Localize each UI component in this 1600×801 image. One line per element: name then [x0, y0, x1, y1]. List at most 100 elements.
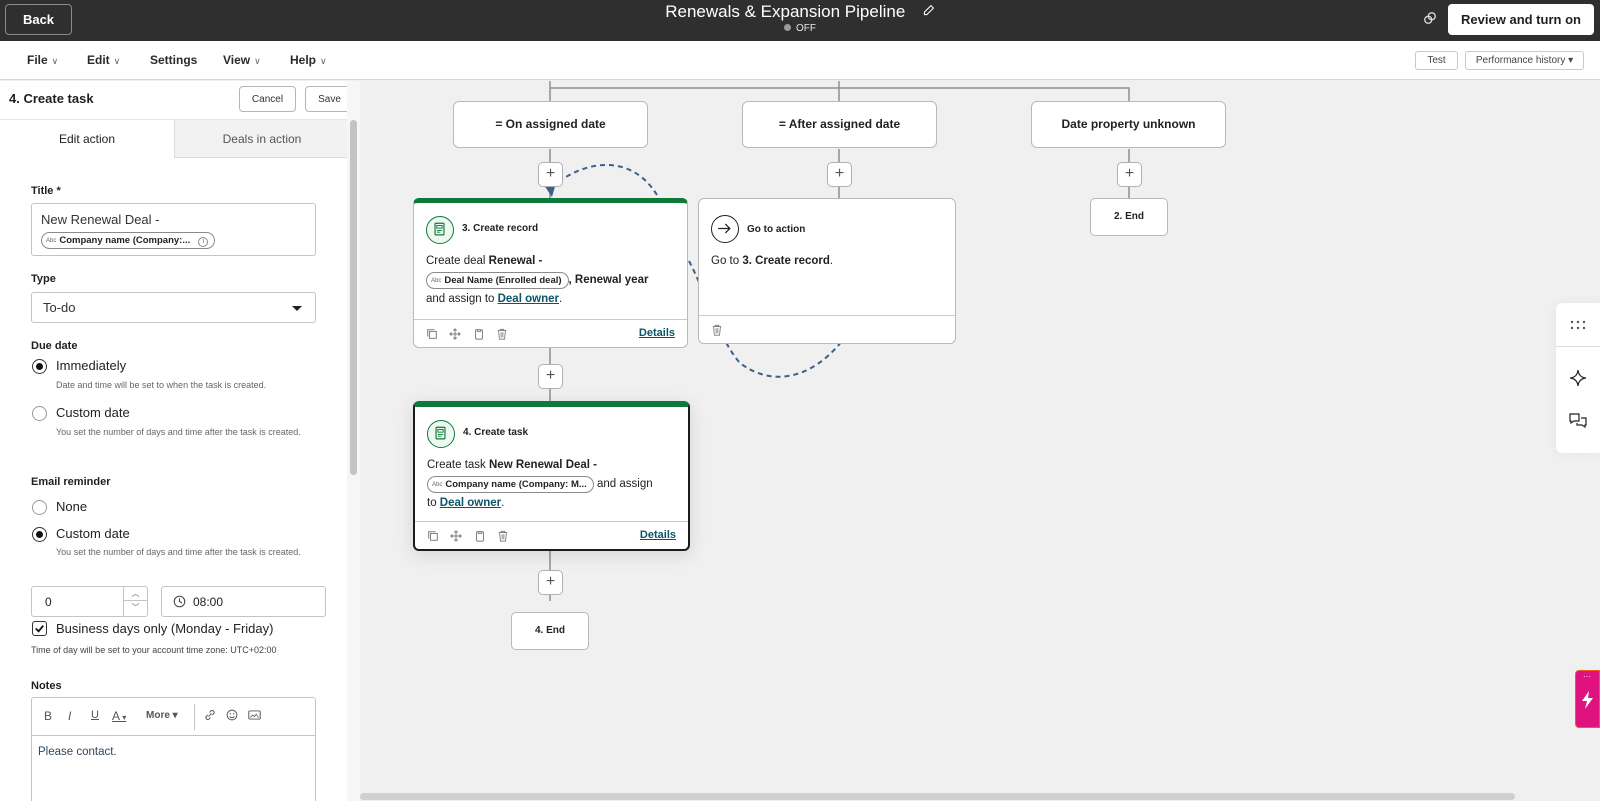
- more-dots-icon: ···: [1583, 672, 1591, 681]
- menu-file[interactable]: File∨: [27, 53, 58, 67]
- email-reminder-label: Email reminder: [31, 476, 111, 488]
- assign-text: and assign to: [426, 293, 498, 305]
- add-action-button[interactable]: +: [827, 162, 852, 187]
- reminder-custom-radio[interactable]: [32, 527, 47, 542]
- trash-icon[interactable]: [711, 323, 723, 341]
- trash-icon[interactable]: [497, 529, 509, 547]
- bold-button[interactable]: B: [44, 709, 53, 723]
- grip-dots-icon[interactable]: [1556, 303, 1600, 347]
- body-text: Create deal: [426, 255, 489, 267]
- token-label: Deal Name (Enrolled deal): [444, 275, 562, 286]
- details-link[interactable]: Details: [639, 529, 676, 541]
- back-button[interactable]: Back: [5, 4, 72, 35]
- end-node-4[interactable]: 4. End: [511, 612, 589, 650]
- panel-scrollbar[interactable]: [350, 120, 357, 475]
- menu-settings[interactable]: Settings: [150, 53, 197, 67]
- trash-icon[interactable]: [496, 327, 508, 345]
- text-color-button[interactable]: A ▾: [112, 709, 127, 723]
- comments-icon[interactable]: [1569, 413, 1587, 434]
- branch-date-property-unknown[interactable]: Date property unknown: [1031, 101, 1226, 148]
- go-to-action-card[interactable]: Go to action Go to 3. Create record.: [698, 198, 956, 344]
- panel-title: 4. Create task: [9, 91, 94, 106]
- reminder-none-label: None: [56, 499, 88, 514]
- info-icon[interactable]: i: [198, 237, 209, 247]
- cancel-button[interactable]: Cancel: [239, 86, 296, 112]
- add-action-button[interactable]: +: [538, 570, 563, 595]
- save-button[interactable]: Save: [305, 86, 349, 112]
- due-immediately-radio[interactable]: [32, 359, 47, 374]
- add-action-button[interactable]: +: [538, 364, 563, 389]
- more-button[interactable]: More ▾: [146, 710, 178, 721]
- clock-icon: [173, 595, 186, 613]
- create-record-card[interactable]: 3. Create record Create deal Renewal - A…: [413, 198, 688, 348]
- menu-help-label: Help: [290, 53, 317, 67]
- reminder-time-input[interactable]: 08:00: [161, 586, 326, 617]
- body-text: Go to: [711, 255, 743, 267]
- business-days-checkbox[interactable]: [32, 621, 47, 636]
- assign-text: and assign: [593, 478, 653, 490]
- title-text: New Renewal Deal -: [41, 212, 160, 227]
- deal-owner-link[interactable]: Deal owner: [497, 293, 559, 305]
- reminder-none-radio[interactable]: [32, 500, 47, 515]
- token-label: Company name (Company:...: [59, 235, 191, 246]
- branch-on-assigned-date[interactable]: = On assigned date: [453, 101, 648, 148]
- chevron-up-icon[interactable]: ︿: [124, 587, 147, 601]
- tab-edit-action[interactable]: Edit action: [0, 120, 174, 158]
- check-icon: [35, 625, 44, 633]
- test-button[interactable]: Test: [1415, 51, 1458, 70]
- notes-editor: B I U A ▾ More ▾ Please contact.: [31, 697, 316, 801]
- link-icon[interactable]: [1423, 11, 1437, 30]
- italic-button[interactable]: I: [68, 709, 72, 723]
- tab-deals-in-action[interactable]: Deals in action: [174, 120, 349, 158]
- deal-owner-link[interactable]: Deal owner: [439, 497, 502, 509]
- branch-after-assigned-date[interactable]: = After assigned date: [742, 101, 937, 148]
- reminder-days-input[interactable]: 0 ︿ ﹀: [31, 586, 148, 617]
- pencil-icon[interactable]: [922, 4, 935, 22]
- review-and-turn-on-button[interactable]: Review and turn on: [1448, 4, 1594, 35]
- details-link[interactable]: Details: [638, 327, 675, 339]
- clipboard-icon[interactable]: [474, 529, 486, 547]
- clipboard-icon[interactable]: [473, 327, 485, 345]
- text-property-icon: Abc: [431, 278, 442, 284]
- performance-history-button[interactable]: Performance history ▾: [1465, 51, 1584, 70]
- sparkle-icon[interactable]: [1569, 369, 1587, 392]
- create-task-card[interactable]: 4. Create task Create task New Renewal D…: [413, 401, 690, 551]
- notes-textarea[interactable]: Please contact.: [38, 746, 117, 758]
- end-node-2[interactable]: 2. End: [1090, 198, 1168, 236]
- image-icon[interactable]: [248, 709, 261, 724]
- type-select[interactable]: To-do: [31, 292, 316, 323]
- menu-edit[interactable]: Edit∨: [87, 53, 120, 67]
- add-action-button[interactable]: +: [538, 162, 563, 187]
- workflow-title-area: Renewals & Expansion Pipeline OFF: [0, 2, 1600, 34]
- workflow-status: OFF: [0, 23, 1600, 34]
- quick-actions-button[interactable]: ···: [1575, 670, 1600, 728]
- menu-file-label: File: [27, 53, 48, 67]
- menu-help[interactable]: Help∨: [290, 53, 327, 67]
- card-footer: [699, 315, 955, 343]
- card-description: Go to 3. Create record.: [711, 252, 945, 271]
- side-toolbar: [1556, 303, 1600, 453]
- panel-header: 4. Create task Cancel Save: [0, 81, 349, 120]
- menu-view[interactable]: View∨: [223, 53, 261, 67]
- card-footer: Details: [414, 319, 687, 347]
- emoji-icon[interactable]: [226, 709, 238, 724]
- business-days-label: Business days only (Monday - Friday): [56, 621, 274, 636]
- chevron-down-icon[interactable]: ﹀: [131, 603, 140, 612]
- body-text: Create task: [427, 459, 489, 471]
- move-icon[interactable]: [449, 327, 462, 345]
- copy-icon[interactable]: [426, 327, 438, 345]
- canvas-horizontal-scrollbar[interactable]: [360, 793, 1515, 800]
- due-custom-radio[interactable]: [32, 406, 47, 421]
- copy-icon[interactable]: [427, 529, 439, 547]
- chevron-down-icon: ∨: [254, 56, 261, 66]
- move-icon[interactable]: [450, 529, 463, 547]
- add-action-button[interactable]: +: [1117, 162, 1142, 187]
- quantity-stepper[interactable]: ︿ ﹀: [123, 587, 147, 616]
- underline-button[interactable]: U: [91, 709, 99, 721]
- title-label: Title *: [31, 185, 61, 197]
- workflow-canvas[interactable]: = On assigned date = After assigned date…: [360, 81, 1600, 801]
- panel-tabs: Edit action Deals in action: [0, 120, 349, 158]
- link-icon[interactable]: [204, 709, 216, 724]
